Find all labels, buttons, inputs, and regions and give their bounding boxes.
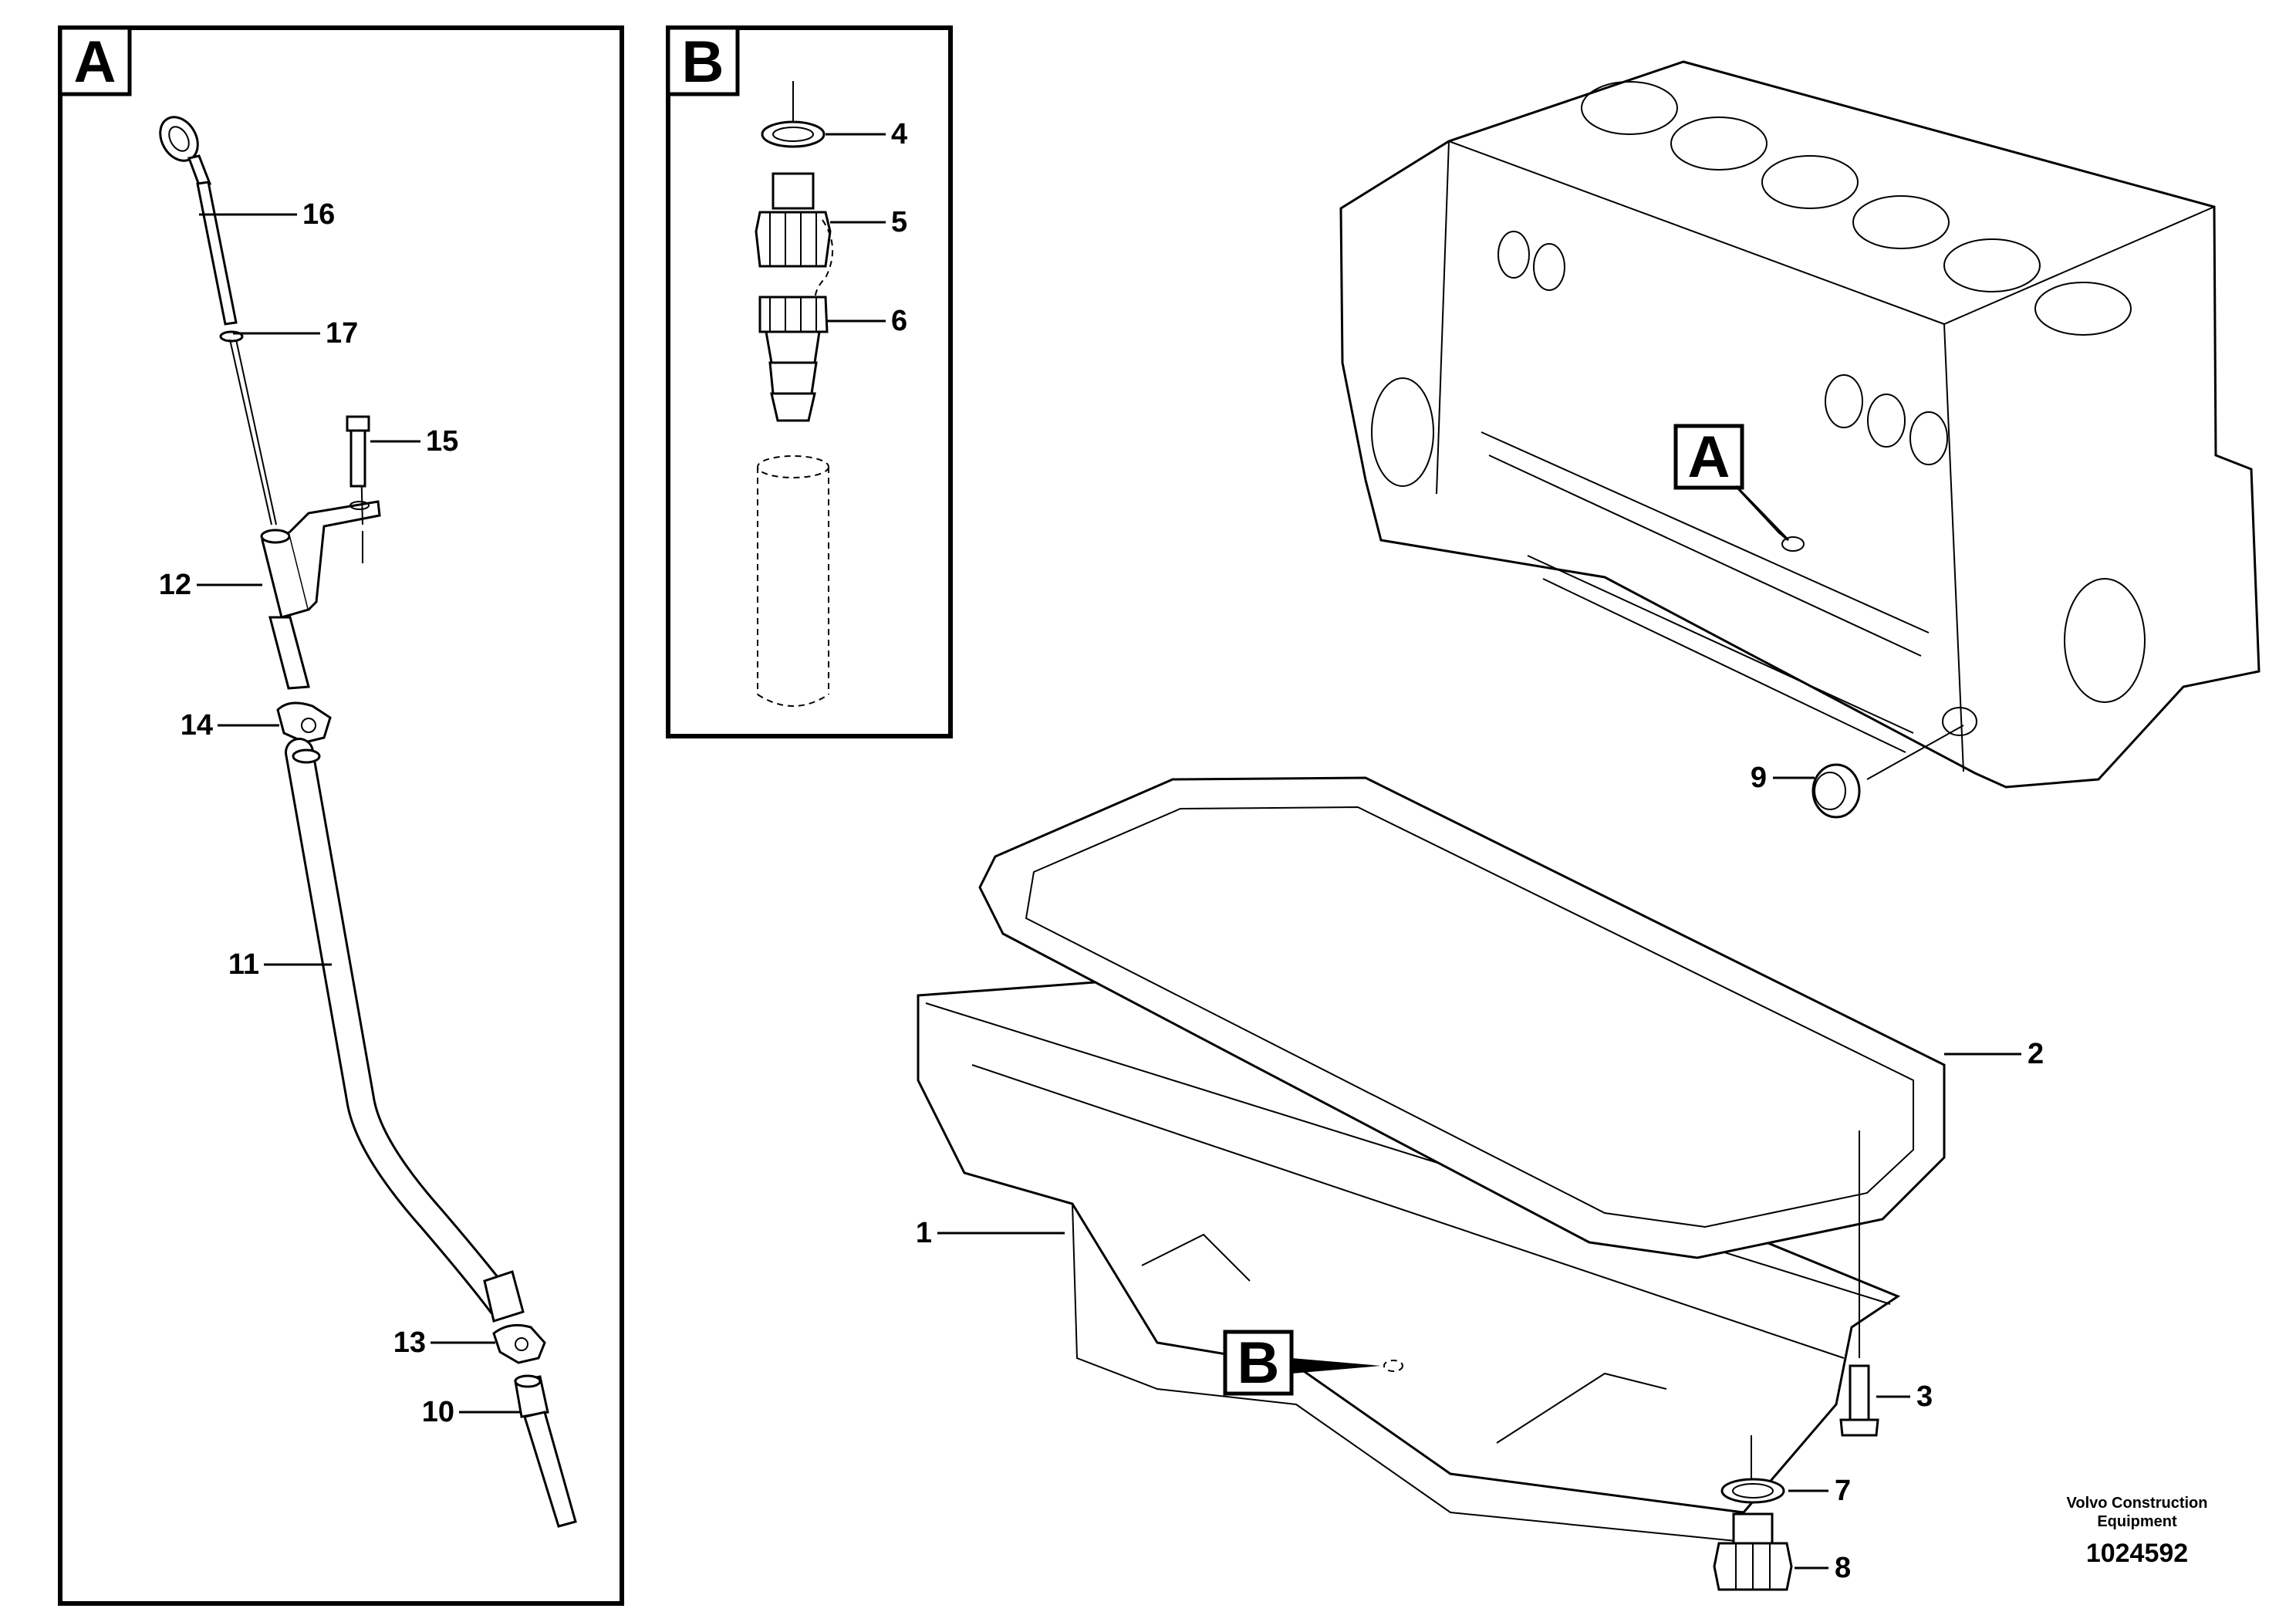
label-2: 2 [2028,1038,2044,1070]
panel-b-letter: B [682,29,724,95]
oil-pan-gasket [978,776,1946,1259]
oil-pan [917,978,1901,1544]
label-11: 11 [228,948,259,981]
label-12: 12 [159,569,191,601]
brand-line-2: Equipment [2097,1513,2177,1530]
bracket [260,462,381,619]
bolt [346,415,370,488]
dipstick-port [1781,536,1805,552]
callout-a-letter: A [1688,424,1730,490]
pan-screw [1839,1130,1879,1437]
tube-upper [268,616,310,690]
label-10: 10 [422,1396,454,1428]
clamp-upper [276,701,332,744]
panel-a-tag [58,25,132,96]
callout-b-letter: B [1237,1330,1280,1396]
label-4: 4 [891,118,907,150]
callout-a-box [1673,424,1744,490]
label-9: 9 [1751,762,1767,794]
lower-tube [514,1374,577,1528]
panel-b-tag [666,25,740,96]
label-5: 5 [891,206,907,238]
drain-hose-fitting [758,296,829,422]
label-14: 14 [181,709,213,742]
panel-a-letter: A [74,29,116,95]
drawing-number: 1024592 [2086,1539,2188,1568]
engine-block [1339,60,2261,819]
drain-valve [755,172,833,309]
guide-tube [285,738,525,1323]
panel-a: A [58,25,624,1606]
label-13: 13 [393,1326,426,1359]
dipstick [159,116,277,525]
sealing-ring [761,120,826,148]
label-17: 17 [326,317,358,350]
panel-b: B 4 5 6 [666,25,953,738]
panel-b-frame [666,25,953,738]
drain-plug-washer [1720,1478,1785,1504]
drain-plug [1713,1512,1793,1591]
drain-hose [757,455,829,707]
brand-line-1: Volvo Construction [2067,1495,2208,1512]
label-1: 1 [916,1217,932,1249]
label-8: 8 [1835,1552,1851,1584]
label-6: 6 [891,305,907,337]
panel-a-frame [58,25,624,1606]
cylinder-bores [1581,81,2132,336]
label-7: 7 [1835,1475,1851,1507]
crankshaft-seal [1811,763,1861,819]
label-15: 15 [426,425,458,458]
label-3: 3 [1916,1380,1933,1413]
label-16: 16 [302,198,335,231]
callout-b-box [1223,1330,1294,1396]
clamp-lower [492,1323,546,1364]
